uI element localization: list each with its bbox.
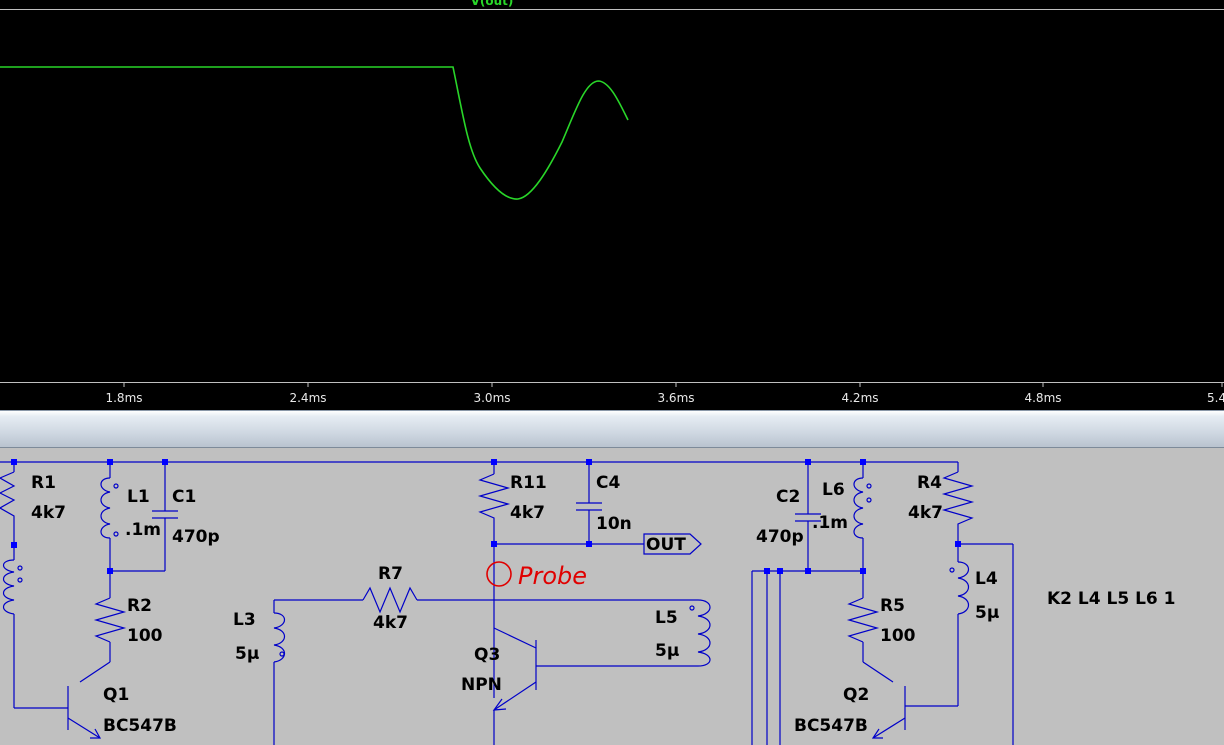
l5-ref: L5	[655, 608, 678, 628]
schematic-canvas[interactable]: R1 4k7 L1 .1m	[0, 448, 1224, 745]
r4-ref: R4	[917, 473, 942, 493]
l6-value: .1m	[812, 513, 848, 533]
schematic-editor[interactable]: R1 4k7 L1 .1m	[0, 448, 1224, 745]
l1-value: .1m	[125, 520, 161, 540]
r7-value: 4k7	[373, 613, 408, 633]
r1-value: 4k7	[31, 503, 66, 523]
inductor-l1[interactable]	[100, 462, 119, 591]
c2-ref: C2	[776, 487, 800, 507]
waveform-plot[interactable]: V(out) 1.8ms 2.4ms 3.0ms 3.6ms 4.2ms 4.8…	[0, 0, 1224, 410]
x-tick-label: 1.8ms	[105, 391, 142, 405]
c2-value: 470p	[756, 527, 804, 547]
r5-ref: R5	[880, 596, 905, 616]
l5-value: 5µ	[655, 641, 679, 661]
resistor-r5[interactable]	[846, 591, 880, 662]
pane-splitter[interactable]	[0, 410, 1224, 448]
l6-ref: L6	[822, 480, 845, 500]
r11-value: 4k7	[510, 503, 545, 523]
r4-value: 4k7	[908, 503, 943, 523]
trace-v-out[interactable]	[0, 66, 629, 200]
capacitor-c1[interactable]	[110, 462, 178, 572]
probe-annotation: Probe	[486, 561, 587, 590]
trace-label[interactable]: V(out)	[471, 0, 514, 8]
q1-value: BC547B	[103, 716, 177, 736]
x-tick-label: 3.6ms	[657, 391, 694, 405]
r1-ref: R1	[31, 473, 56, 493]
r5-value: 100	[880, 626, 916, 646]
l3-ref: L3	[233, 610, 256, 630]
x-tick-label: 2.4ms	[289, 391, 326, 405]
waveform-viewer[interactable]: V(out) 1.8ms 2.4ms 3.0ms 3.6ms 4.2ms 4.8…	[0, 0, 1224, 410]
resistor-r7[interactable]	[362, 586, 698, 614]
spice-directive[interactable]: K2 L4 L5 L6 1	[1047, 589, 1176, 609]
q2-value: BC547B	[794, 716, 868, 736]
r2-value: 100	[127, 626, 163, 646]
inductor-left-partial	[2, 545, 68, 709]
q3-value: NPN	[461, 675, 502, 695]
resistor-r2[interactable]	[93, 591, 127, 662]
probe-annotation-text: Probe	[518, 562, 587, 590]
x-tick-label: 4.8ms	[1024, 391, 1061, 405]
out-port-label: OUT	[646, 535, 686, 555]
inductor-l6[interactable]	[853, 462, 872, 591]
inductor-l4[interactable]	[905, 544, 970, 707]
c4-ref: C4	[596, 473, 620, 493]
q2-ref: Q2	[843, 685, 869, 705]
r2-ref: R2	[127, 596, 152, 616]
c1-value: 470p	[172, 527, 220, 547]
resistor-r1[interactable]	[0, 462, 16, 545]
junction-dots	[11, 459, 961, 574]
capacitor-c2[interactable]	[795, 462, 821, 571]
l4-ref: L4	[975, 569, 998, 589]
transistor-q2[interactable]	[862, 661, 906, 739]
x-tick-label: 3.0ms	[473, 391, 510, 405]
l1-ref: L1	[127, 487, 150, 507]
inductor-l3[interactable]	[273, 599, 363, 745]
r11-ref: R11	[510, 473, 547, 493]
q1-ref: Q1	[103, 685, 129, 705]
x-tick-marks	[123, 382, 1223, 387]
x-tick-label: 4.2ms	[841, 391, 878, 405]
resistor-r4[interactable]	[941, 462, 1014, 745]
inductor-l5[interactable]	[536, 599, 711, 667]
transistor-q3[interactable]	[492, 627, 537, 745]
c4-value: 10n	[596, 514, 632, 534]
l4-value: 5µ	[975, 603, 999, 623]
transistor-q1[interactable]	[67, 661, 111, 739]
x-tick-label: 5.4	[1207, 391, 1224, 405]
c1-ref: C1	[172, 487, 196, 507]
l3-value: 5µ	[235, 644, 259, 664]
resistor-r11[interactable]	[477, 462, 644, 698]
r7-ref: R7	[378, 564, 403, 584]
q3-ref: Q3	[474, 645, 500, 665]
out-port-flag[interactable]	[643, 533, 702, 555]
capacitor-c4[interactable]	[576, 462, 602, 544]
